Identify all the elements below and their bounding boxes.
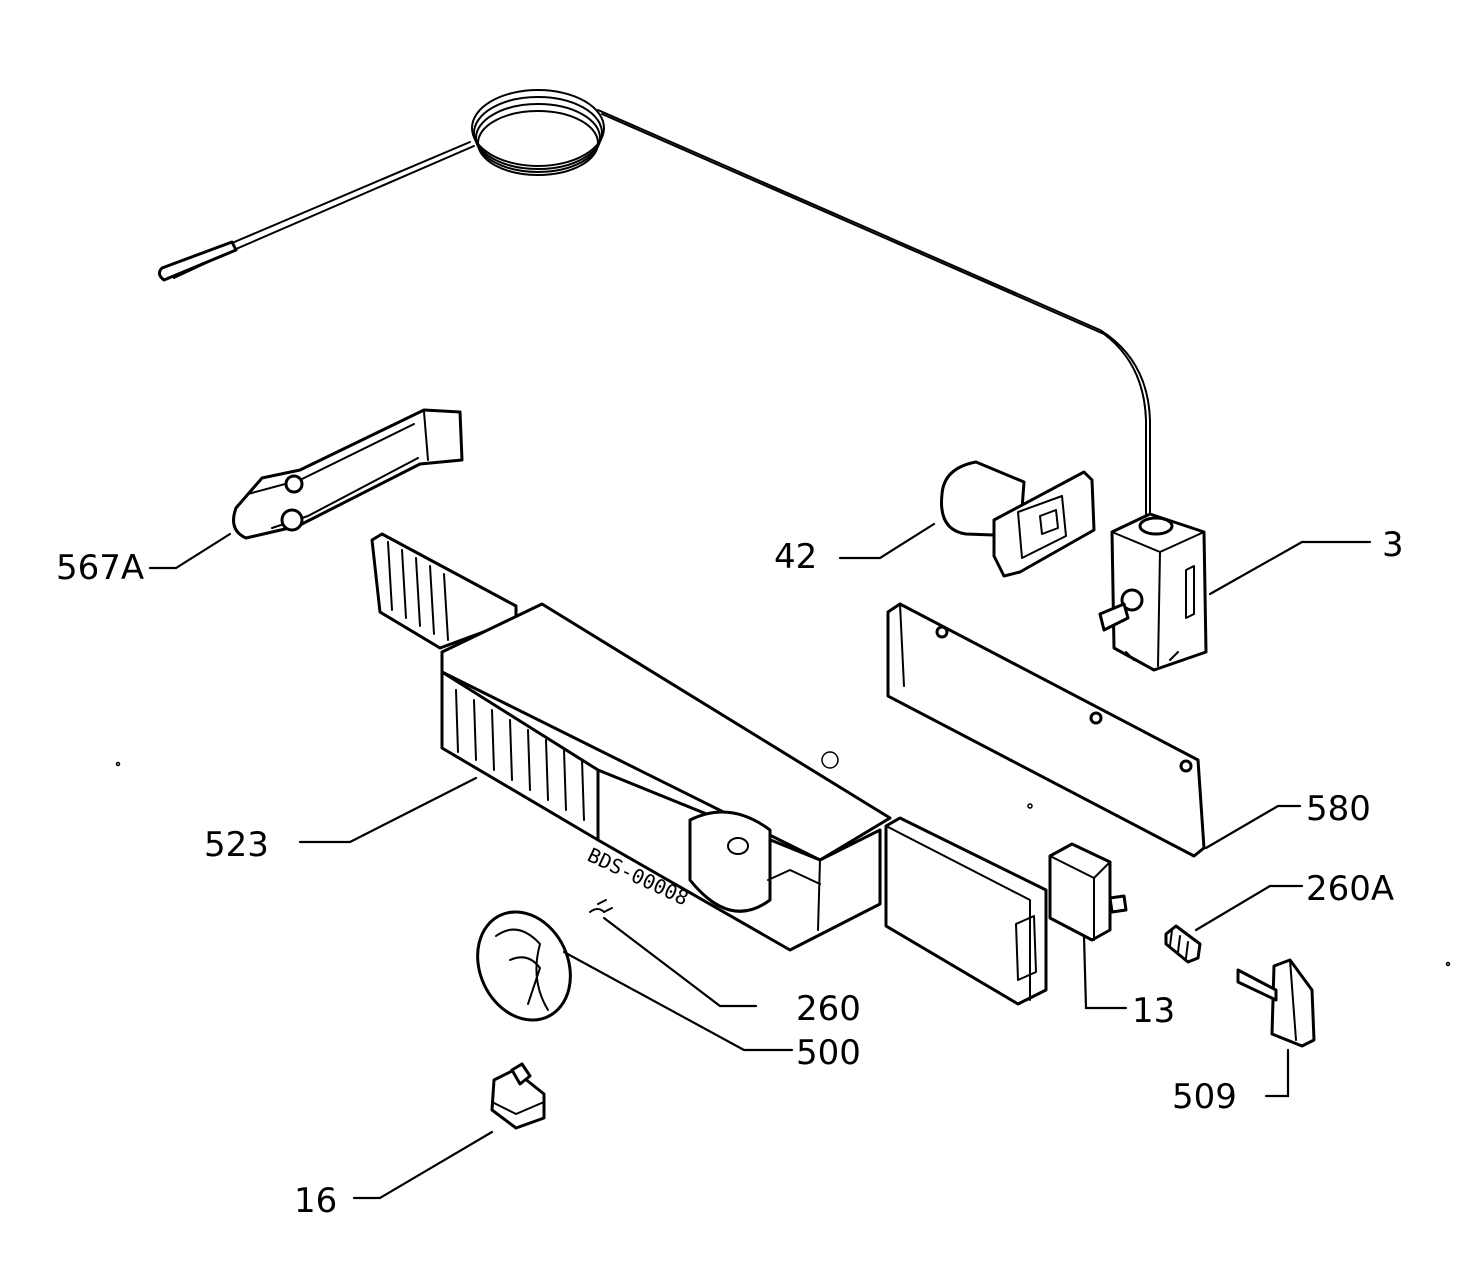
lamp-holder-part-42 xyxy=(940,460,1096,578)
label-500: 500 xyxy=(796,1033,861,1073)
label-580: 580 xyxy=(1306,789,1371,829)
capillary-tube xyxy=(157,89,1151,521)
switch-part-13 xyxy=(1048,842,1128,942)
housing-part-523 xyxy=(370,532,892,952)
lever-part-567a xyxy=(232,408,464,540)
cover-plate-part-580 xyxy=(886,602,1206,858)
leader-260 xyxy=(602,916,758,1008)
label-567a: 567A xyxy=(56,548,144,588)
speck xyxy=(115,761,121,767)
clip-part-260 xyxy=(589,899,613,913)
leader-523 xyxy=(298,776,478,844)
leader-260a xyxy=(1194,884,1304,932)
leader-lines xyxy=(148,522,1372,1200)
label-260: 260 xyxy=(796,989,861,1029)
terminal-part-509 xyxy=(1236,958,1316,1048)
label-509: 509 xyxy=(1172,1077,1237,1117)
spring-part-260a xyxy=(1164,924,1202,964)
label-3: 3 xyxy=(1382,525,1404,565)
leader-567a xyxy=(148,532,232,570)
connector-part-16 xyxy=(490,1062,546,1130)
insert-block xyxy=(884,816,1048,1006)
label-523: 523 xyxy=(204,825,269,865)
label-16: 16 xyxy=(294,1181,337,1221)
label-260a: 260A xyxy=(1306,869,1394,909)
label-13: 13 xyxy=(1132,991,1175,1031)
leader-500 xyxy=(562,950,794,1052)
leader-509 xyxy=(1264,1048,1290,1098)
leader-580 xyxy=(1204,804,1302,850)
label-42: 42 xyxy=(774,537,817,577)
leader-13 xyxy=(1082,934,1128,1010)
leader-42 xyxy=(838,522,936,560)
knob-part-500 xyxy=(476,910,572,1022)
speck xyxy=(1445,961,1451,967)
leader-3 xyxy=(1208,540,1372,596)
leader-16 xyxy=(352,1130,494,1200)
thermostat-part-3 xyxy=(1098,512,1208,672)
